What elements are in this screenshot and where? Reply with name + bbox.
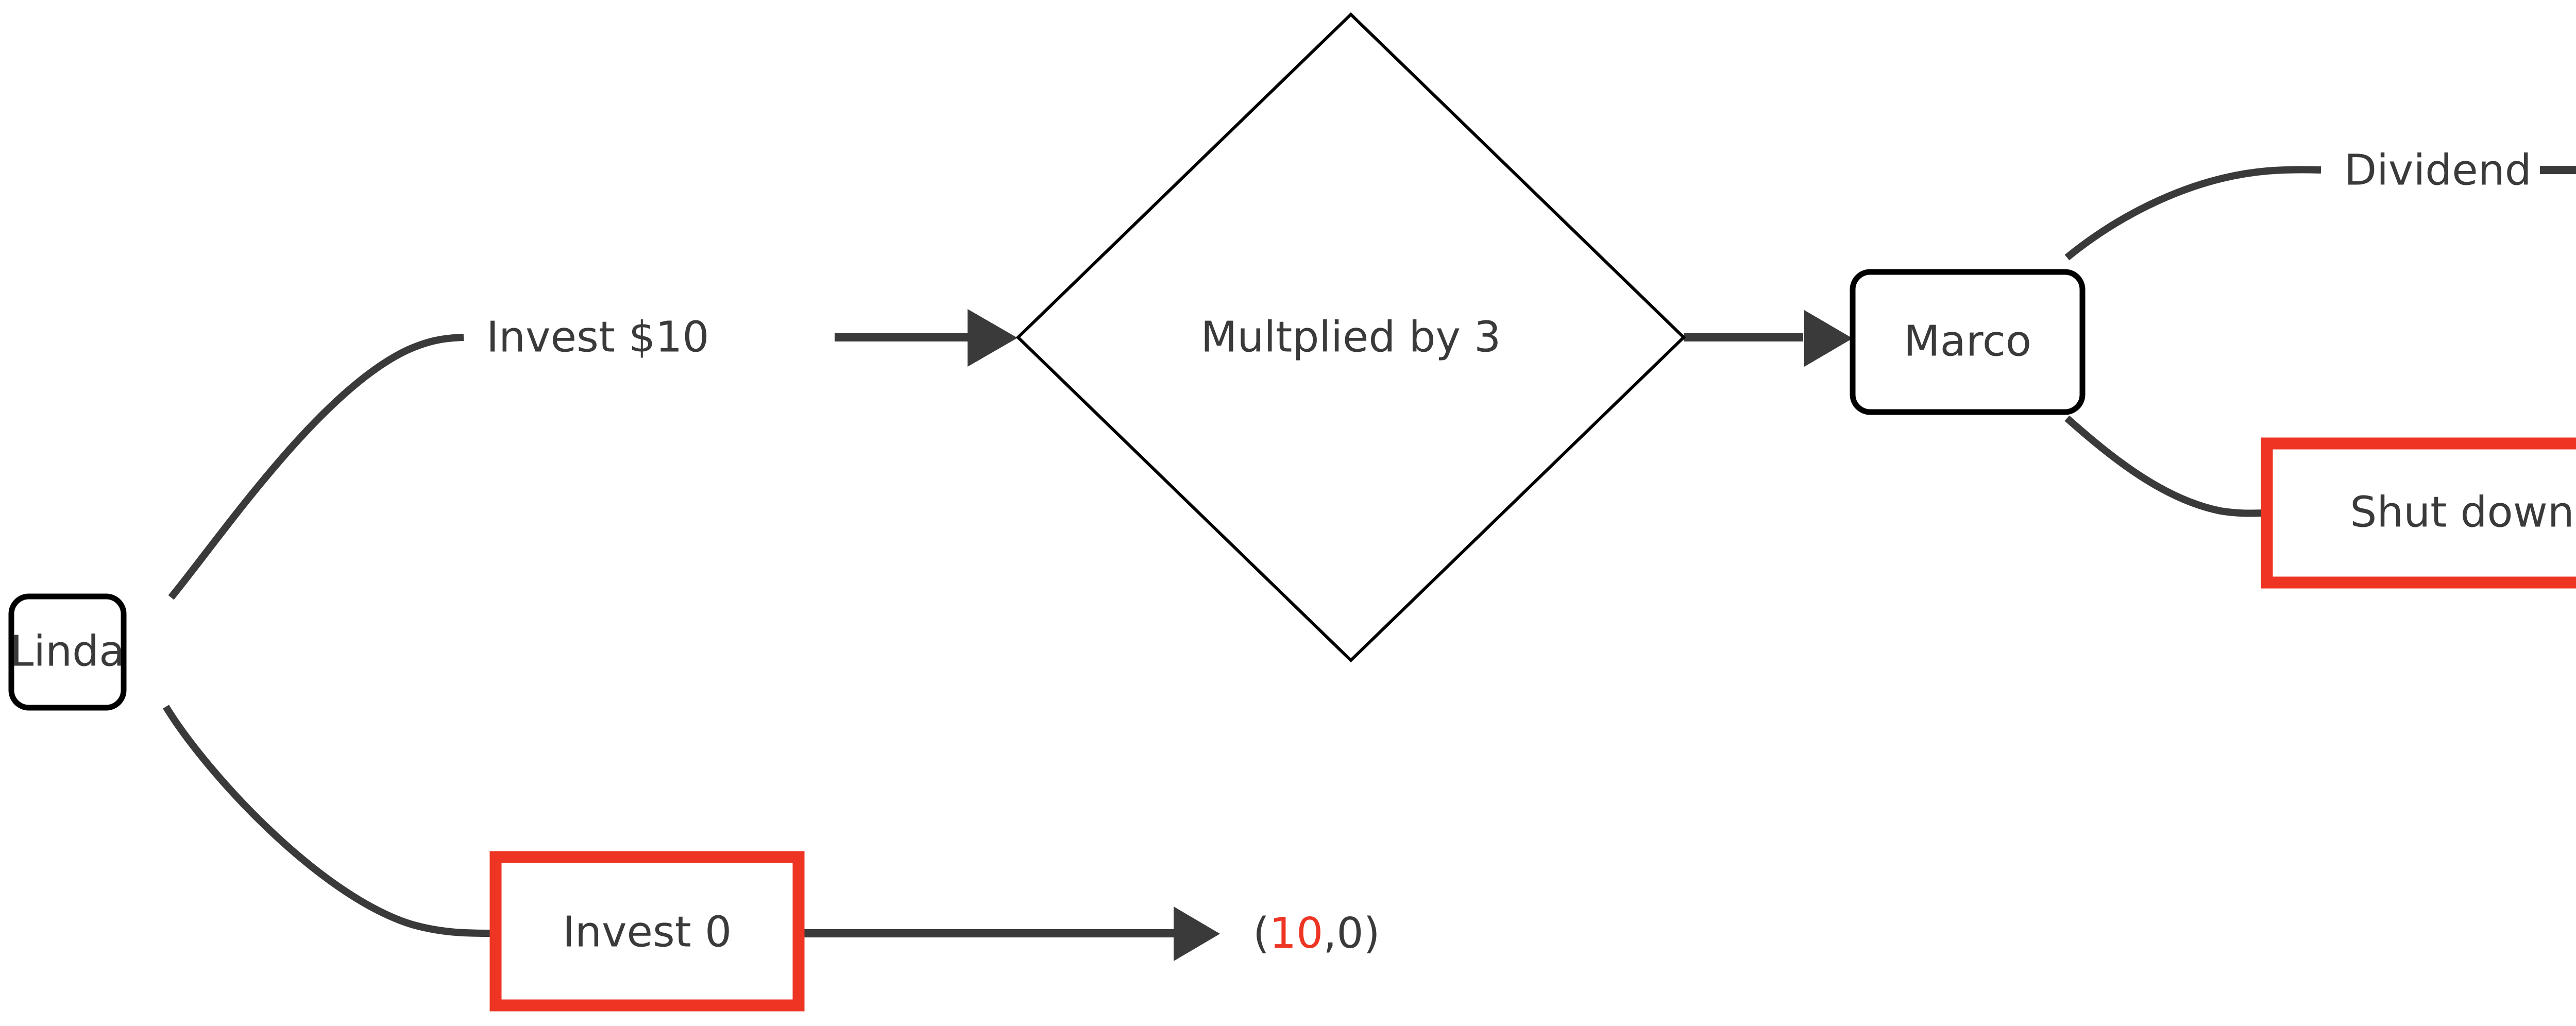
edge-label-dividend: Dividend [2344,146,2532,195]
payoff-invest0: (10,0) [1253,909,1380,958]
payoff-invest0-open: ( [1253,909,1269,958]
edge-label-invest10: Invest $10 [486,313,709,362]
payoff-invest0-close: ) [1364,909,1380,958]
payoff-invest0-first: 10 [1269,909,1323,958]
node-multiplier-label: Multplied by 3 [1201,313,1501,362]
action-box-shutdown[interactable] [2261,437,2576,589]
edge-curve-shutdown [2064,415,2263,517]
payoff-invest0-second: 0 [1336,909,1363,958]
node-marco[interactable] [1850,269,2086,415]
action-box-shutdown-label: Shut down [2350,488,2574,537]
arrowhead-invest0-payoff-icon [1174,907,1220,961]
action-box-invest0[interactable] [489,851,805,1012]
node-multiplier-diamond[interactable] [1015,12,1686,663]
edge-curve-dividend [2064,166,2321,261]
edge-curve-invest10 [168,334,464,600]
node-linda[interactable] [8,593,127,711]
arrowhead-invest10-icon [968,309,1018,367]
action-box-invest0-label: Invest 0 [563,908,732,956]
node-linda-label: Linda [10,627,125,676]
payoff-invest0-sep: , [1323,909,1336,958]
edge-curve-invest0 [163,705,493,937]
arrowhead-multiply-icon [1804,310,1853,367]
node-marco-label: Marco [1904,317,2031,366]
